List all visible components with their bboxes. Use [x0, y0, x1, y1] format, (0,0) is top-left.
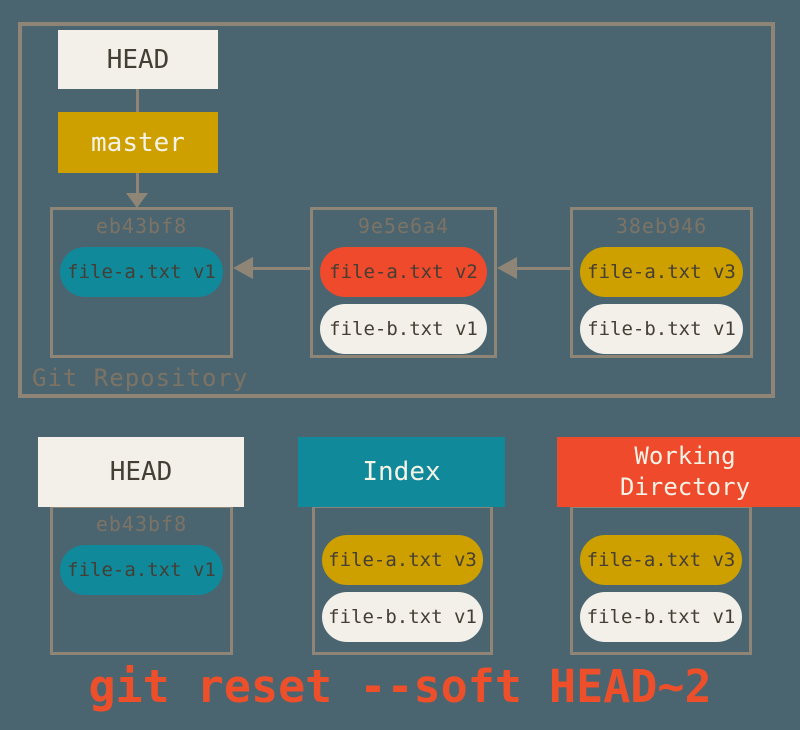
arrow-9e5e6a4-to-eb43bf8-line — [252, 267, 310, 270]
commit-hash: 38eb946 — [615, 214, 708, 238]
master-branch-box: master — [58, 112, 218, 173]
commit-box-38eb946: 38eb946 file-a.txt v3 file-b.txt v1 — [570, 207, 753, 358]
file-pill: file-b.txt v1 — [320, 304, 487, 354]
file-pill: file-a.txt v3 — [580, 535, 742, 585]
file-pill: file-a.txt v3 — [322, 535, 483, 585]
commit-hash: 9e5e6a4 — [357, 214, 450, 238]
head-area-header: HEAD — [38, 437, 244, 507]
file-pill: file-a.txt v1 — [60, 247, 223, 297]
commit-hash: eb43bf8 — [95, 214, 188, 238]
arrow-master-to-commit-head — [126, 193, 148, 208]
commit-box-9e5e6a4: 9e5e6a4 file-a.txt v2 file-b.txt v1 — [310, 207, 497, 358]
file-pill: file-a.txt v2 — [320, 247, 487, 297]
head-pointer-box: HEAD — [58, 30, 218, 89]
arrow-38eb946-to-9e5e6a4-line — [516, 267, 570, 270]
arrow-master-to-commit-line — [136, 173, 139, 194]
line-head-to-master — [136, 89, 139, 112]
commit-box-eb43bf8: eb43bf8 file-a.txt v1 — [50, 207, 233, 358]
file-pill: file-b.txt v1 — [580, 592, 742, 642]
file-pill: file-b.txt v1 — [322, 592, 483, 642]
arrow-38eb946-to-9e5e6a4-head — [497, 257, 517, 279]
file-pill: file-a.txt v3 — [580, 247, 743, 297]
git-repository-container: Git Repository — [18, 22, 775, 398]
commit-hash: eb43bf8 — [95, 512, 188, 536]
index-area-box: file-a.txt v3 file-b.txt v1 — [312, 505, 493, 655]
head-area-box: eb43bf8 file-a.txt v1 — [50, 505, 233, 655]
index-area-header: Index — [298, 437, 505, 507]
file-pill: file-b.txt v1 — [580, 304, 743, 354]
working-directory-box: file-a.txt v3 file-b.txt v1 — [570, 505, 752, 655]
working-directory-header: Working Directory — [557, 437, 800, 507]
git-repository-label: Git Repository — [32, 364, 249, 392]
command-caption: git reset --soft HEAD~2 — [88, 660, 712, 713]
arrow-9e5e6a4-to-eb43bf8-head — [233, 257, 253, 279]
file-pill: file-a.txt v1 — [60, 545, 223, 595]
